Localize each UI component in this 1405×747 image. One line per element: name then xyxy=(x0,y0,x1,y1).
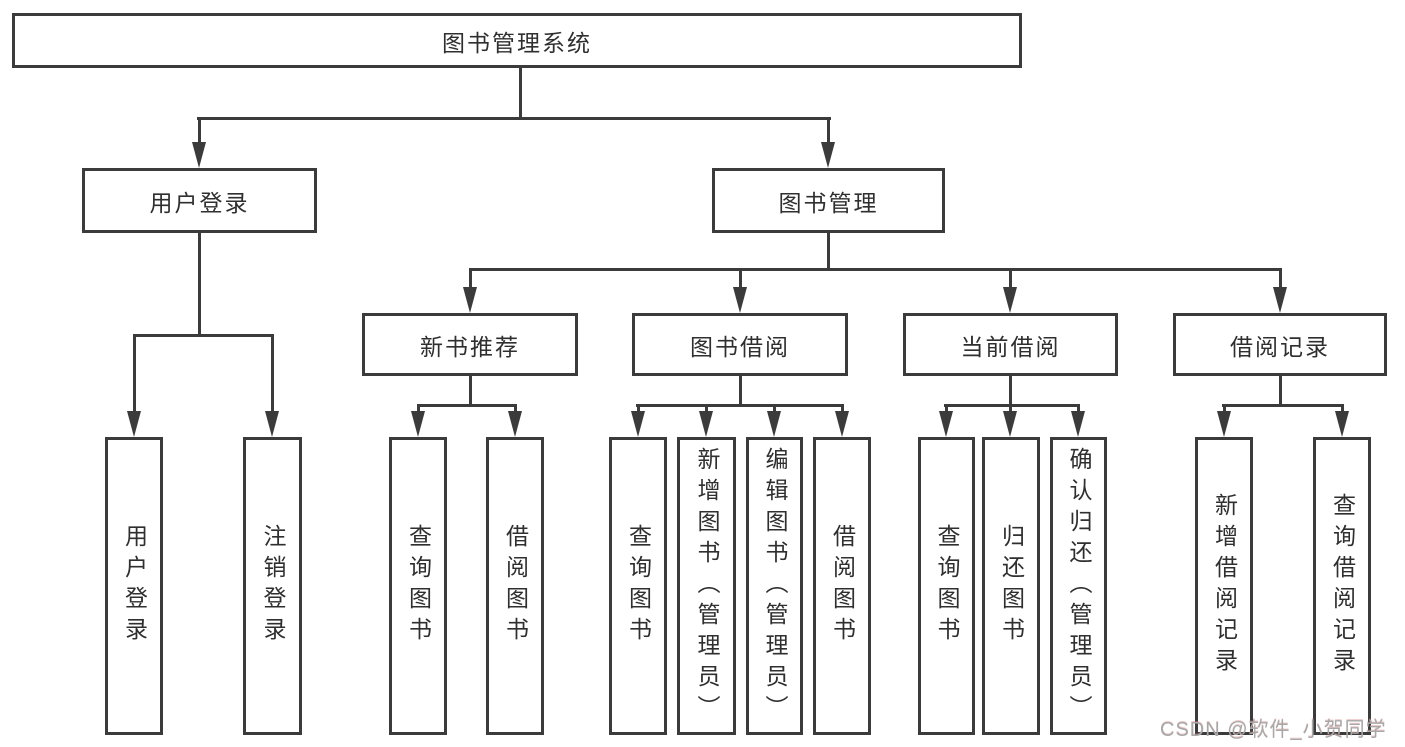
leaf-label: 新增借阅记录 xyxy=(1211,493,1238,679)
leaf-label: 编辑图书（管理员） xyxy=(762,446,788,726)
connector-line xyxy=(197,117,831,120)
leaf-label: 查询借阅记录 xyxy=(1329,493,1356,679)
node-leaf-query-books-3: 查询图书 xyxy=(918,437,975,735)
node-book-management: 图书管理 xyxy=(712,168,945,233)
connector-line xyxy=(739,268,742,290)
node-current-borrow: 当前借阅 xyxy=(903,313,1118,376)
arrowhead-icon xyxy=(1071,411,1085,437)
arrowhead-icon xyxy=(835,411,849,437)
node-new-book-recommend: 新书推荐 xyxy=(362,313,578,376)
arrowhead-icon xyxy=(192,142,206,168)
connector-line xyxy=(469,374,472,407)
arrowhead-icon xyxy=(265,411,279,437)
leaf-label: 注销登录 xyxy=(260,524,286,648)
connector-line xyxy=(469,268,1282,271)
node-leaf-borrow-books-1: 借阅图书 xyxy=(486,437,544,735)
connector-line xyxy=(1279,268,1282,290)
leaf-label: 用户登录 xyxy=(121,524,148,648)
node-leaf-confirm-return-admin: 确认归还（管理员） xyxy=(1050,437,1107,735)
leaf-label: 归还图书 xyxy=(998,524,1025,648)
node-leaf-user-login: 用户登录 xyxy=(105,437,163,735)
leaf-label: 查询图书 xyxy=(405,524,432,648)
node-borrow-record: 借阅记录 xyxy=(1173,313,1387,376)
node-leaf-query-books-1: 查询图书 xyxy=(389,437,447,735)
connector-line xyxy=(133,334,274,337)
arrowhead-icon xyxy=(463,287,477,313)
node-root: 图书管理系统 xyxy=(12,13,1022,68)
leaf-label: 查询图书 xyxy=(934,524,960,648)
connector-line xyxy=(133,334,136,414)
arrowhead-icon xyxy=(1335,411,1349,437)
arrowhead-icon xyxy=(1217,411,1231,437)
connector-line xyxy=(1009,268,1012,290)
connector-line xyxy=(944,404,1080,407)
arrowhead-icon xyxy=(733,287,747,313)
arrowhead-icon xyxy=(699,411,713,437)
connector-line xyxy=(636,404,844,407)
node-leaf-logout: 注销登录 xyxy=(243,437,302,735)
arrowhead-icon xyxy=(821,142,835,168)
connector-line xyxy=(198,117,201,147)
arrowhead-icon xyxy=(939,411,953,437)
leaf-label: 新增图书（管理员） xyxy=(694,446,720,726)
arrowhead-icon xyxy=(631,411,645,437)
connector-line xyxy=(271,334,274,414)
node-user-login: 用户登录 xyxy=(82,168,317,233)
node-leaf-return-books: 归还图书 xyxy=(982,437,1040,735)
leaf-label: 借阅图书 xyxy=(502,524,529,648)
arrowhead-icon xyxy=(1003,411,1017,437)
csdn-watermark: CSDN @软件_小贺同学 xyxy=(1160,719,1387,741)
connector-line xyxy=(519,66,522,119)
arrowhead-icon xyxy=(411,411,425,437)
node-leaf-query-books-2: 查询图书 xyxy=(609,437,667,735)
leaf-label: 确认归还（管理员） xyxy=(1066,446,1092,726)
connector-line xyxy=(1222,404,1344,407)
node-leaf-add-books-admin: 新增图书（管理员） xyxy=(677,437,736,735)
connector-line xyxy=(1279,374,1282,407)
node-leaf-add-borrow-record: 新增借阅记录 xyxy=(1195,437,1253,735)
arrowhead-icon xyxy=(127,411,141,437)
arrowhead-icon xyxy=(767,411,781,437)
connector-line xyxy=(469,268,472,290)
leaf-label: 查询图书 xyxy=(625,524,652,648)
node-leaf-query-borrow-record: 查询借阅记录 xyxy=(1313,437,1371,735)
connector-line xyxy=(827,231,830,270)
node-leaf-edit-books-admin: 编辑图书（管理员） xyxy=(746,437,803,735)
arrowhead-icon xyxy=(508,411,522,437)
connector-line xyxy=(1009,374,1012,407)
arrowhead-icon xyxy=(1273,287,1287,313)
connector-line xyxy=(827,117,830,147)
leaf-label: 借阅图书 xyxy=(829,524,856,648)
node-leaf-borrow-books-2: 借阅图书 xyxy=(813,437,871,735)
node-book-borrow: 图书借阅 xyxy=(632,313,848,376)
connector-line xyxy=(198,231,201,336)
connector-line xyxy=(417,404,517,407)
arrowhead-icon xyxy=(1003,287,1017,313)
connector-line xyxy=(739,374,742,407)
